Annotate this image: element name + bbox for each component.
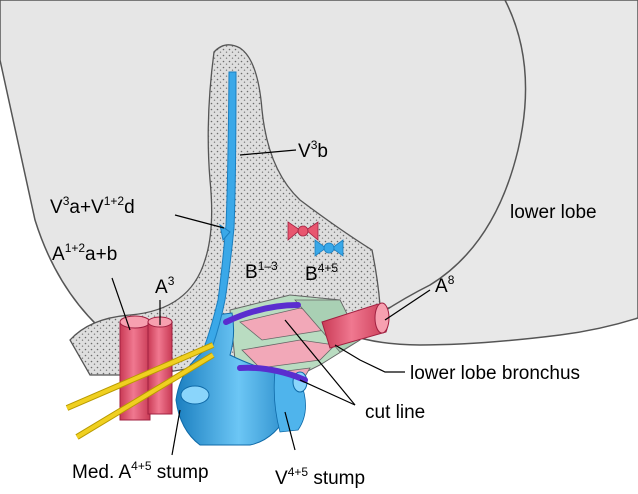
leader-lines	[111, 149, 431, 456]
label-v3b: V3b	[298, 138, 328, 162]
label-a8: A8	[435, 273, 455, 297]
bowtie-vessels	[287, 221, 344, 257]
label-b13: B1–3	[245, 259, 278, 283]
label-a3: A3	[155, 274, 175, 298]
cut-line-lower	[237, 364, 308, 383]
label-lower-lobe-bronchus: lower lobe bronchus	[410, 363, 580, 384]
label-b45: B4+5	[305, 261, 338, 285]
label-cut-line: cut line	[365, 402, 425, 423]
label-v45-stump: V4+5 stump	[275, 465, 365, 489]
cut-line-upper	[223, 302, 301, 325]
label-a12ab: A1+2a+b	[52, 241, 117, 265]
vein-graphic	[175, 312, 308, 446]
label-lower-lobe: lower lobe	[510, 202, 597, 223]
label-med-a45-stump: Med. A4+5 stump	[72, 459, 209, 483]
label-v3a-v12d: V3a+V1+2d	[50, 194, 135, 218]
